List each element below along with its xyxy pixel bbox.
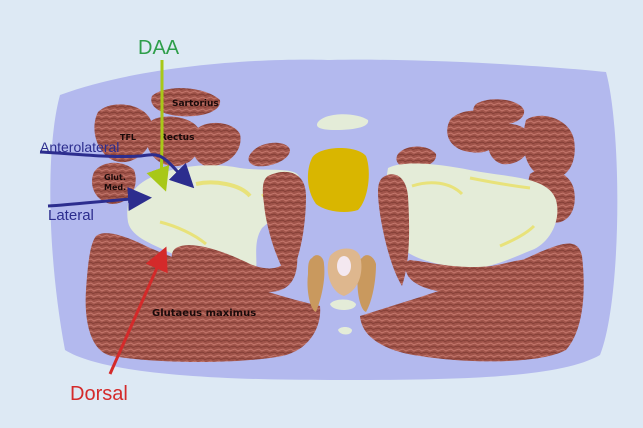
label-daa: DAA [138,37,180,59]
label-glutaeus-maximus: Glutaeus maximus [152,308,256,319]
label-dorsal: Dorsal [70,383,128,405]
label-tfl: TFL [120,133,136,142]
label-lateral: Lateral [48,207,94,224]
bladder [308,148,369,212]
label-sartorius: Sartorius [172,99,219,109]
label-rectus: Rectus [160,133,194,143]
label-glut-med-2: Med. [104,183,126,192]
label-anterolateral: Anterolateral [40,139,119,155]
label-glut-med-1: Glut. [104,173,126,182]
